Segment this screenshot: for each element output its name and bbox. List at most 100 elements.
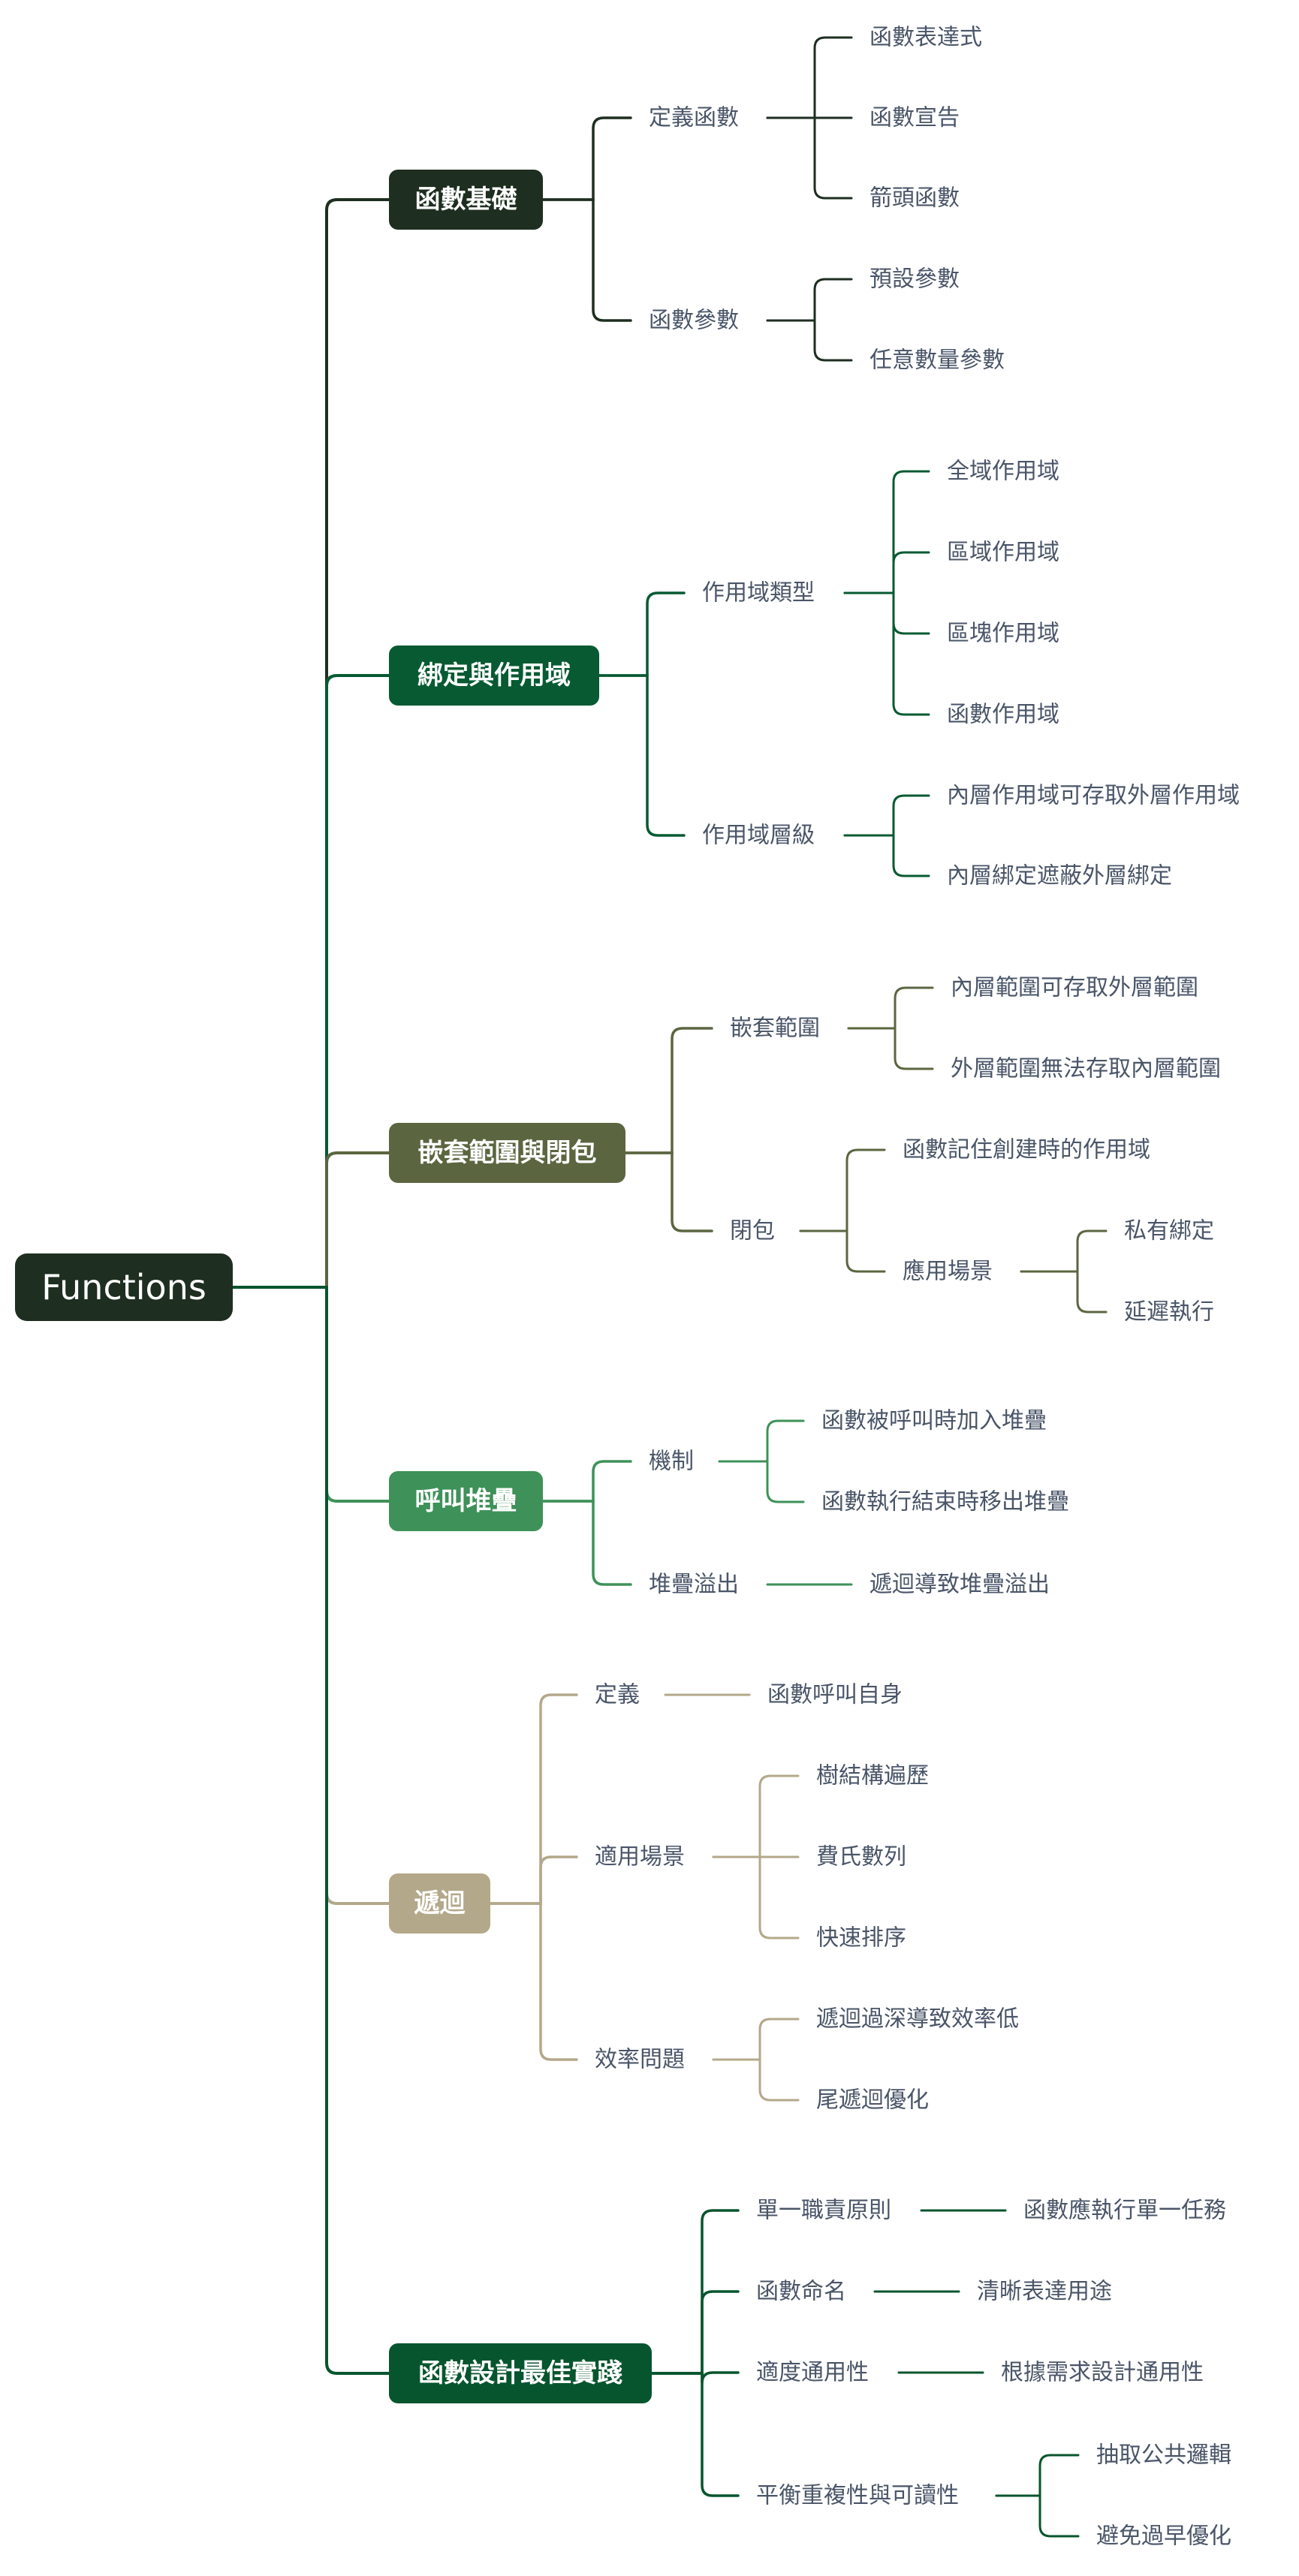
leaf-label: 函數作用域 [947,702,1059,728]
leaf-label: 費氏數列 [816,1844,906,1870]
connector-l3-0-1-1 [766,319,853,362]
topic-label: 單一職責原則 [756,2198,891,2224]
connector-l3-2-0-0 [847,986,934,1030]
topic-label: 平衡重複性與可讀性 [756,2483,959,2509]
branch-node-box [389,646,599,706]
connector-l2-3-0 [541,1460,632,1503]
leaf-label: 函數表達式 [870,25,982,51]
connector-lines [231,36,1108,2538]
leaf-label: 尾遞迴優化 [816,2087,929,2114]
topic-label: 效率問題 [595,2047,685,2073]
topic-label: 定義函數 [649,105,739,131]
connector-l2-4-0 [489,1693,578,1905]
connector-l3-2-0-1 [847,1027,934,1070]
connector-l3-2-1-0 [799,1148,886,1232]
connector-root-branch-0 [231,198,390,1289]
connector-l2-0-1 [541,198,632,322]
leaf-label: 區塊作用域 [947,621,1059,647]
connector-l3-1-1-0 [843,794,930,837]
leaf-label: 內層範圍可存取外層範圍 [951,975,1198,1001]
branch-node-box [389,170,543,230]
leaf-label: 樹結構遍歷 [816,1763,929,1789]
connector-l4-0 [1020,1229,1108,1273]
branch-node-3[interactable] [389,1471,543,1531]
connector-l2-2-0 [624,1027,713,1154]
connector-l3-5-3-0 [995,2454,1080,2497]
branch-node-label: 呼叫堆疊 [415,1486,517,1516]
connector-l3-3-0-1 [718,1460,805,1503]
topic-label: 閉包 [730,1218,775,1244]
mind-map-nodes: Functions函數基礎定義函數函數表達式函數宣告箭頭函數函數參數預設參數任意… [15,25,1240,2550]
topic-label: 定義 [595,1682,640,1708]
leaf-label: 遞迴過深導致效率低 [816,2006,1019,2033]
leaf-label: 任意數量參數 [870,348,1005,374]
branch-node-box [389,2343,652,2403]
connector-l2-5-1 [650,2290,740,2375]
connector-l3-0-0-0 [766,36,853,119]
connector-l3-5-3-1 [995,2494,1080,2538]
connector-l3-3-0-0 [718,1419,805,1463]
leaf-label: 全域作用域 [947,459,1059,485]
root-node[interactable] [15,1253,233,1321]
connector-root-branch-3 [231,1286,390,1503]
leaf-label: 遞迴導致堆疊溢出 [870,1572,1050,1598]
branch-node-1[interactable] [389,646,599,706]
connector-l3-4-1-0 [712,1774,800,1858]
leaf-label: 函數被呼叫時加入堆疊 [821,1408,1047,1434]
connector-l2-0-0 [541,116,632,201]
connector-l3-1-0-2 [843,591,930,635]
connector-l3-1-1-1 [843,834,930,877]
topic-label: 嵌套範圍 [730,1016,820,1042]
leaf-label: 抽取公共邏輯 [1096,2442,1231,2469]
connector-l4-1 [1020,1270,1108,1314]
leaf-label: 箭頭函數 [870,185,960,212]
leaf-label: 內層作用域可存取外層作用域 [947,783,1240,809]
connector-l3-1-0-0 [843,470,930,594]
leaf-label: 預設參數 [870,266,960,293]
topic-label: 堆疊溢出 [649,1572,739,1598]
connector-root-branch-4 [231,1286,390,1905]
connector-l2-5-3 [650,2372,740,2497]
branch-node-2[interactable] [389,1123,625,1183]
leaf-label: 內層綁定遮蔽外層綁定 [947,863,1172,889]
connector-l3-1-0-1 [843,551,930,594]
topic-label: 機制 [649,1449,694,1475]
topic-label: 函數參數 [649,308,739,334]
branch-node-label: 嵌套範圍與閉包 [418,1138,597,1168]
branch-node-label: 函數設計最佳實踐 [418,2358,622,2388]
leaf-label: 應用場景 [903,1259,993,1285]
leaf-label: 快速排序 [816,1925,906,1952]
branch-node-label: 遞迴 [414,1888,466,1918]
branch-node-box [389,1123,625,1183]
connector-l2-4-2 [489,1902,578,2061]
leaf-label: 函數記住創建時的作用域 [903,1137,1150,1163]
leaf-label: 延遲執行 [1124,1299,1214,1326]
branch-node-label: 函數基礎 [415,185,517,215]
connector-l2-4-1 [489,1855,578,1905]
connector-l3-1-0-3 [843,591,930,716]
leaf-label: 避免過早優化 [1096,2523,1231,2550]
topic-label: 適度通用性 [756,2360,869,2386]
branch-node-4[interactable] [389,1873,490,1934]
leaf-label: 函數呼叫自身 [767,1682,903,1708]
leaf-label: 私有綁定 [1124,1218,1214,1244]
leaf-label: 清晰表達用途 [977,2279,1112,2305]
leaf-label: 函數應執行單一任務 [1023,2198,1226,2224]
connector-root-branch-5 [231,1286,390,2375]
branch-node-5[interactable] [389,2343,652,2403]
leaf-label: 區域作用域 [947,540,1059,566]
connector-l2-1-0 [598,591,686,677]
connector-l3-4-2-1 [712,2058,800,2102]
connector-l3-4-2-0 [712,2018,800,2061]
leaf-label: 根據需求設計通用性 [1001,2360,1204,2386]
leaf-label: 外層範圍無法存取內層範圍 [951,1056,1221,1082]
connector-l3-0-0-2 [766,116,853,200]
connector-l3-4-1-2 [712,1855,800,1940]
root-node-label: Functions [41,1267,206,1308]
leaf-label: 函數執行結束時移出堆疊 [821,1489,1069,1515]
connector-root-branch-1 [231,674,390,1289]
topic-label: 適用場景 [595,1844,685,1870]
connector-l3-2-1-1 [799,1229,886,1273]
branch-node-0[interactable] [389,170,543,230]
